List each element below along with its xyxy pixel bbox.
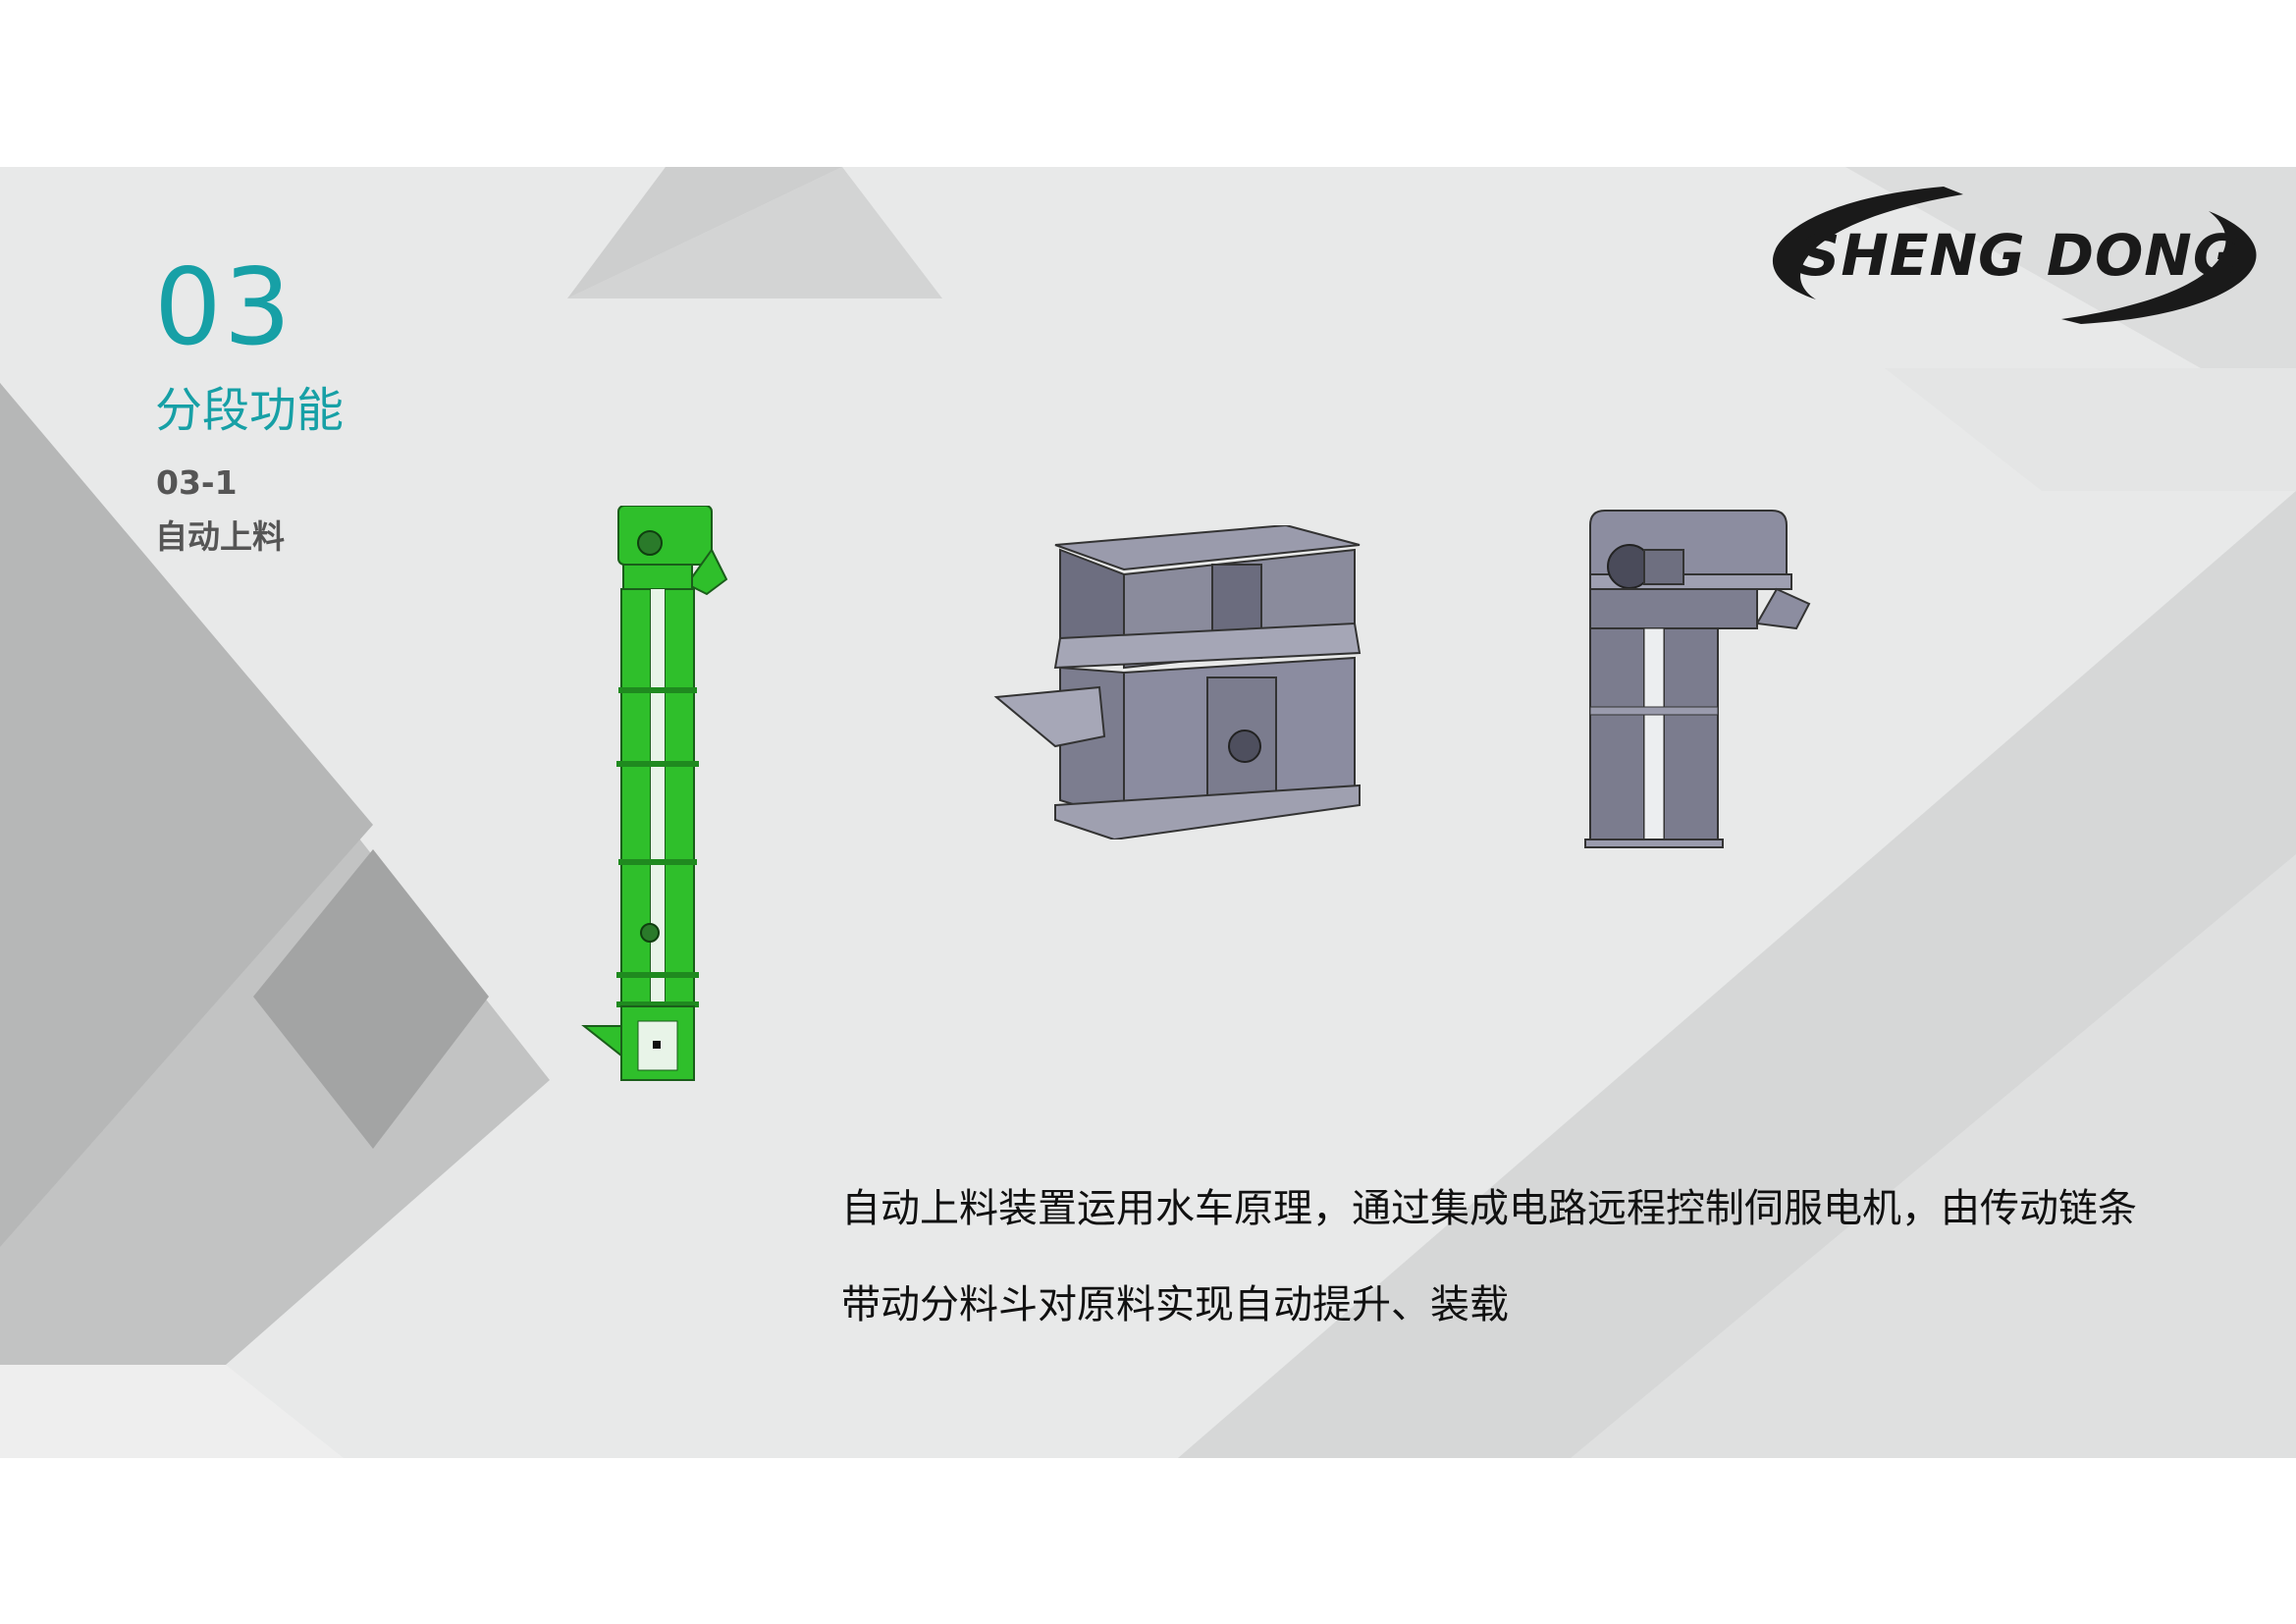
- section-title: 分段功能: [155, 383, 345, 438]
- elevator-head-unit-drawing: [1584, 510, 1811, 848]
- section-number: 03: [154, 246, 294, 369]
- slide: 03 分段功能 03-1 自动上料 SHENG DONG: [0, 167, 2296, 1458]
- sub-section-number: 03-1: [156, 463, 238, 502]
- description-text: 自动上料装置运用水车原理，通过集成电路远程控制伺服电机，由传动链条 带动分料斗对…: [841, 1161, 2235, 1353]
- left-diamond: [253, 849, 489, 1149]
- top-triangle-light: [567, 167, 942, 298]
- right-inner-triangle: [1571, 854, 2296, 1458]
- left-bottom-light: [0, 1365, 344, 1458]
- hopper-feed-box-drawing: [993, 525, 1362, 839]
- logo-text: SHENG DONG: [1798, 222, 2241, 289]
- description-line-2: 带动分料斗对原料实现自动提升、装载: [841, 1282, 1509, 1327]
- right-band: [1885, 368, 2296, 491]
- bucket-elevator-green-drawing: [581, 506, 728, 1081]
- sub-section-title: 自动上料: [155, 517, 285, 556]
- background-shapes: [0, 167, 2296, 1458]
- logo-swoosh-icon: [1772, 187, 2257, 324]
- top-right-band: [1845, 167, 2296, 422]
- top-triangle-dark: [567, 167, 842, 298]
- sheng-dong-logo: SHENG DONG: [1737, 177, 2282, 334]
- description-line-1: 自动上料装置运用水车原理，通过集成电路远程控制伺服电机，由传动链条: [841, 1186, 2137, 1231]
- left-inner-triangle: [0, 383, 373, 1247]
